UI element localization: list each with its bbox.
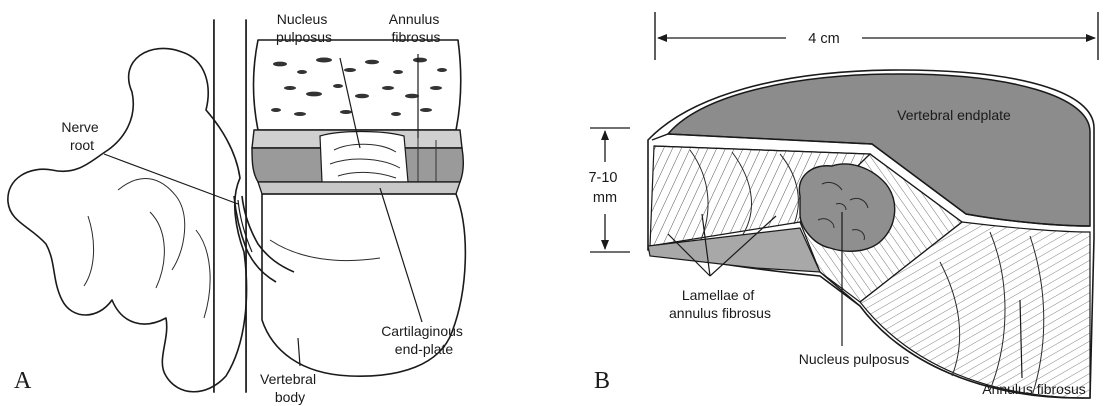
- label-nerve-root: Nerve root: [61, 119, 102, 153]
- label-lamellae: Lamellae of annulus fibrosus: [669, 287, 771, 321]
- label-annulus-fibrosus-b: Annulus fibrosus: [982, 381, 1086, 397]
- label-nucleus-pulposus-a: Nucleus pulposus: [276, 11, 332, 45]
- label-cartilaginous-end-plate: Cartilaginous end-plate: [381, 323, 467, 357]
- label-nucleus-pulposus-b: Nucleus pulposus: [799, 351, 910, 367]
- cancellous-bone-texture: [271, 58, 447, 117]
- label-height-7-10mm: 7-10 mm: [588, 170, 621, 206]
- width-dimension: [655, 12, 1098, 60]
- posterior-elements: [8, 48, 247, 391]
- label-width-4cm: 4 cm: [808, 31, 839, 47]
- lower-endplate-band: [258, 182, 460, 194]
- panel-letter-a: A: [14, 368, 32, 394]
- label-vertebral-endplate: Vertebral endplate: [897, 107, 1011, 123]
- nucleus-pulposus-cut: [320, 132, 408, 183]
- label-annulus-fibrosus-a: Annulus fibrosus: [389, 11, 443, 45]
- panel-letter-b: B: [594, 368, 610, 394]
- panel-a-leaders: [104, 54, 422, 366]
- panel-b-illustration: [648, 70, 1094, 398]
- label-vertebral-body: Vertebral body: [260, 371, 320, 405]
- upper-vertebral-body: [254, 40, 461, 130]
